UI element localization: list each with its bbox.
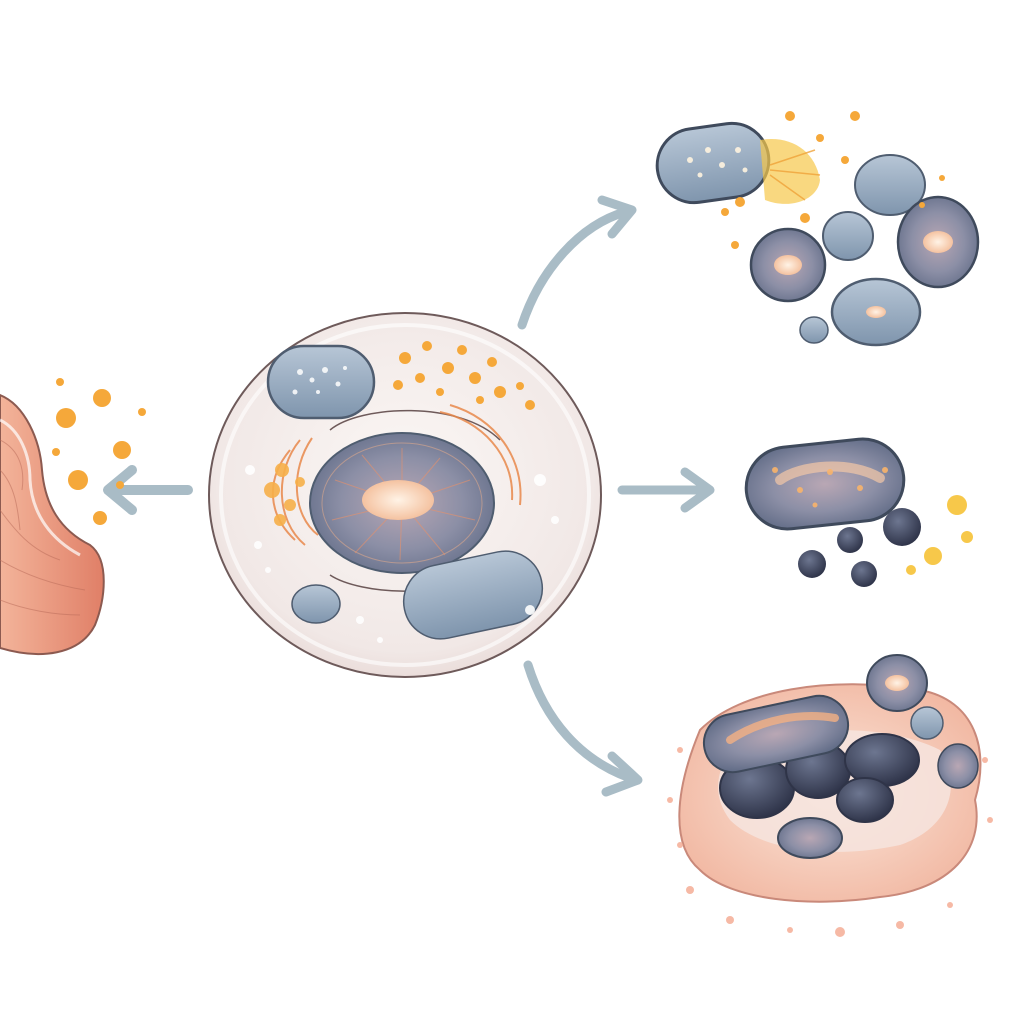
fragmented-cell	[655, 111, 980, 347]
arrow-left-icon	[103, 465, 193, 515]
organelle-bottom-right	[402, 550, 544, 640]
cytoplasm-granules	[393, 341, 535, 410]
central-cell	[208, 312, 602, 678]
nucleus	[309, 432, 495, 574]
condensed-cell	[744, 437, 973, 587]
organelle-bottom-small	[291, 584, 341, 624]
organelle-top	[266, 344, 376, 420]
secretory-tissue	[0, 378, 146, 655]
arrow-down-right-icon	[523, 660, 643, 797]
arrow-up-right-icon	[517, 195, 637, 330]
tissue-mass	[667, 654, 993, 937]
nucleolus	[362, 480, 434, 520]
arrow-right-icon	[617, 467, 715, 513]
